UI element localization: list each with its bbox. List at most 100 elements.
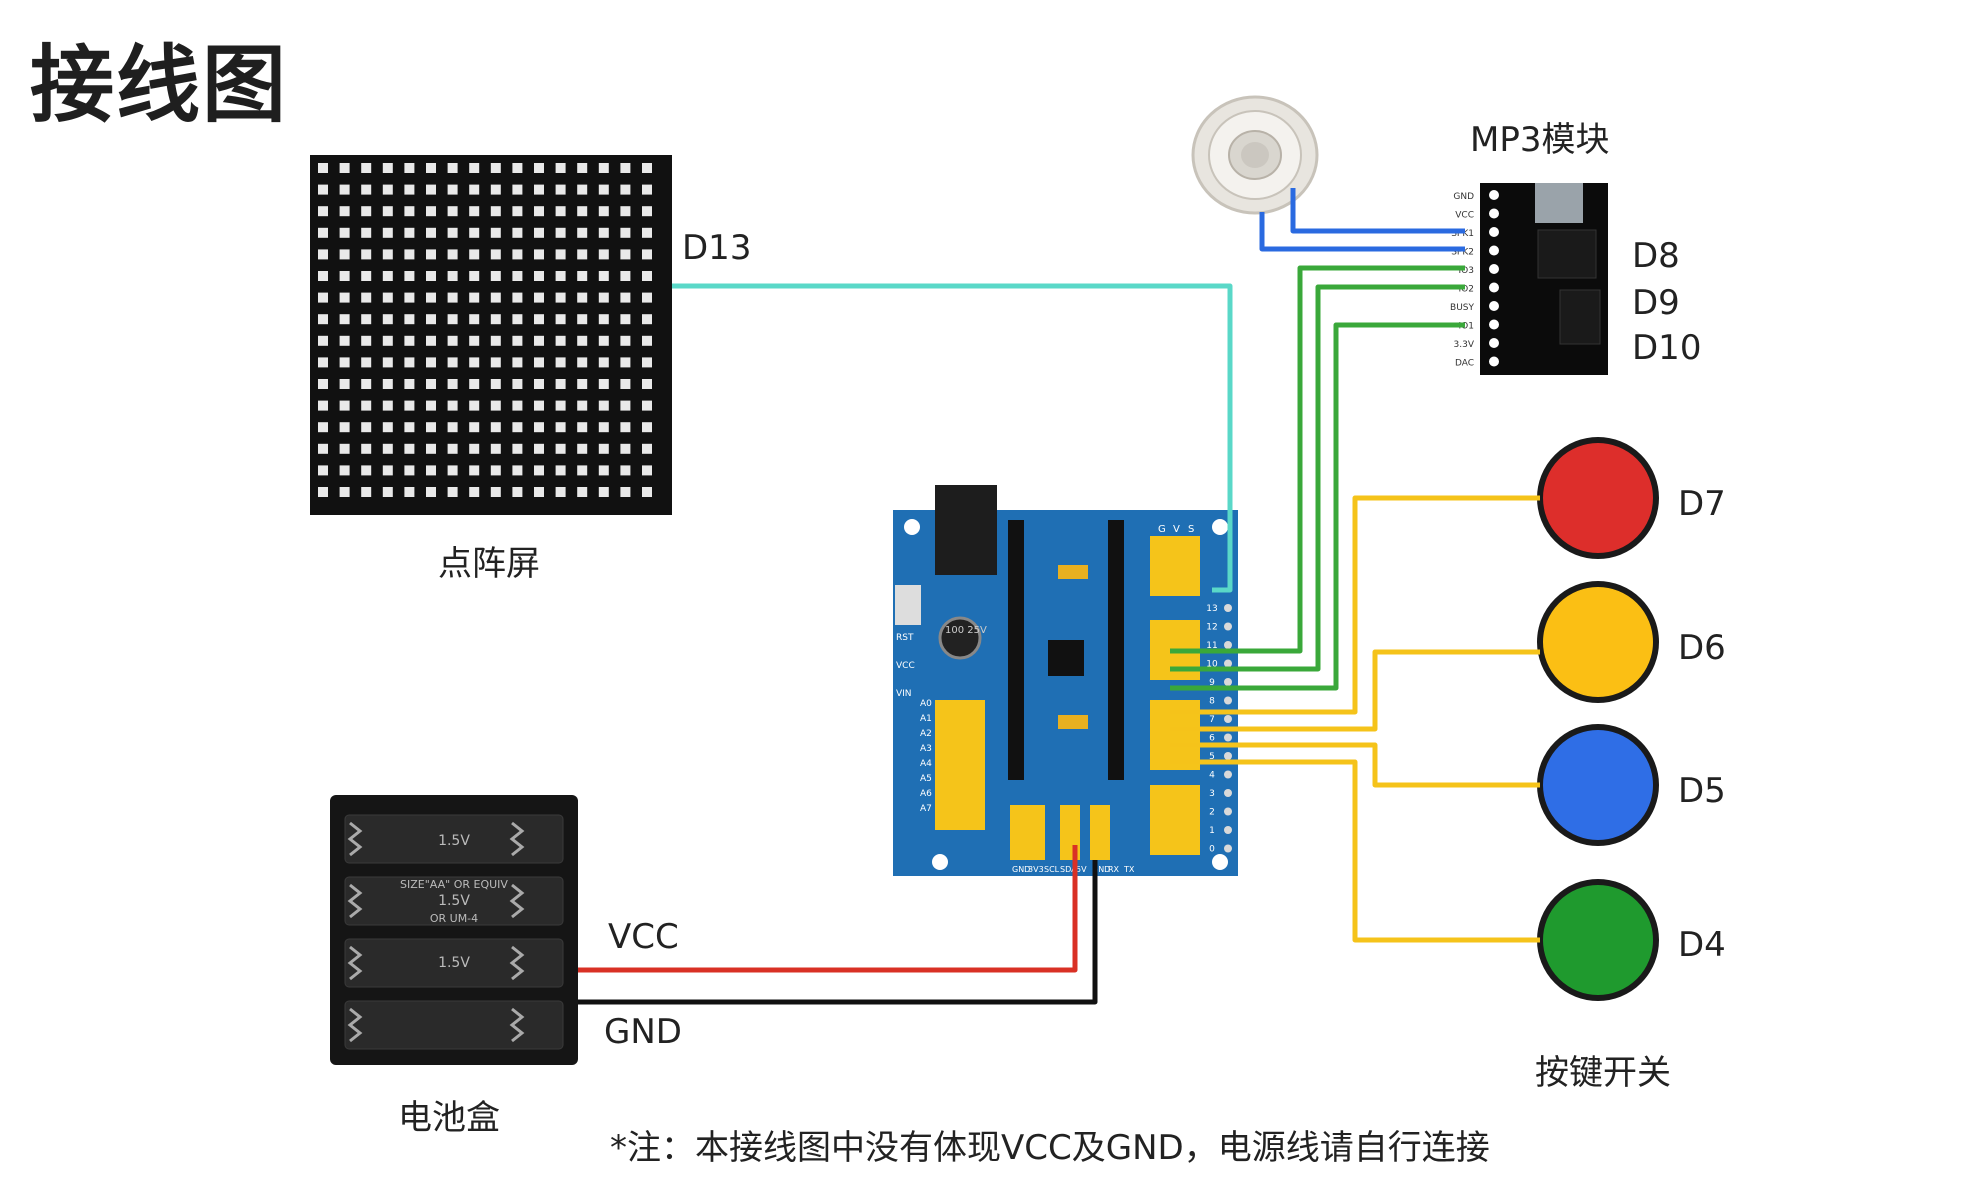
header-col-label: S [1188,524,1194,535]
digital-pin-label: 11 [1206,641,1217,651]
led-cell [598,443,609,454]
digital-pin-hole [1224,807,1232,816]
led-cell [490,465,501,476]
analog-pin-label: A5 [920,774,932,784]
wire-d10 [1170,322,1465,691]
led-cell [534,184,544,195]
led-cell [512,314,523,325]
led-cell [620,335,631,346]
led-cell [426,443,436,454]
led-cell [555,487,566,497]
led-cell [404,443,415,454]
led-cell [490,487,501,497]
led-cell [512,379,523,389]
led-cell [469,227,480,238]
led-cell [555,335,566,346]
led-cell [555,292,566,303]
mp3-label-d8: D8 [1632,236,1680,276]
led-cell [382,292,393,303]
analog-pin-label: A2 [920,729,932,739]
led-cell [339,163,350,173]
led-cell [620,292,631,303]
digital-pin-hole [1224,752,1232,760]
led-cell [490,249,501,260]
led-cell [598,400,609,411]
led-cell [512,249,523,260]
mp3-pin-label: SPK1 [1451,229,1474,239]
battery-cell [344,938,564,988]
led-cell [577,227,588,238]
led-cell [382,487,393,497]
led-cell [642,379,652,389]
led-cell [598,163,609,173]
led-cell [598,357,609,368]
led-cell [382,443,393,454]
led-cell [426,206,436,217]
led-cell [577,335,588,346]
led-cell [447,206,458,217]
led-cell [339,292,350,303]
battery-spring [509,883,525,919]
led-cell [534,249,544,260]
led-cell [447,249,458,260]
led-cell [512,227,523,238]
led-cell [426,314,436,325]
led-cell [469,271,480,281]
led-cell [620,314,631,325]
board-bottom-label: 3V3 [1028,865,1044,874]
digital-pin-hole [1224,770,1232,779]
led-cell [339,271,350,281]
led-cell [361,163,372,173]
led-cell [490,206,501,217]
led-cell [447,292,458,303]
led-cell [339,184,350,195]
led-cell [620,487,631,497]
led-cell [339,227,350,238]
led-cell [512,422,523,433]
led-cell [404,249,415,260]
battery-spring [347,821,363,857]
button-d5[interactable] [1537,724,1659,846]
button-d7[interactable] [1537,437,1659,559]
led-cell [642,314,652,325]
wire-d9 [1170,284,1465,672]
led-cell [339,400,350,411]
led-cell [469,314,480,325]
led-cell [339,335,350,346]
board-left-label: RST [896,633,914,643]
mp3-pin-hole [1489,190,1499,200]
led-cell [534,292,544,303]
page-title: 接线图 [30,36,289,134]
led-cell [512,206,523,217]
digital-pin-label: 3 [1209,789,1215,799]
button-d6[interactable] [1537,581,1659,703]
led-cell [534,465,544,476]
led-cell [577,379,588,389]
led-cell [382,465,393,476]
led-cell [318,400,328,411]
led-cell [512,163,523,173]
led-cell [382,314,393,325]
led-cell [318,227,328,238]
led-cell [469,292,480,303]
led-cell [642,465,652,476]
board-bottom-label: 5V [1076,865,1087,874]
led-cell [361,465,372,476]
led-cell [598,292,609,303]
led-cell [555,249,566,260]
led-cell [620,249,631,260]
led-cell [361,249,372,260]
led-cell [577,465,588,476]
led-cell [469,357,480,368]
button-d4[interactable] [1537,879,1659,1001]
mp3-pin-hole [1489,208,1499,219]
led-cell [318,163,328,173]
led-cell [642,227,652,238]
led-cell [577,292,588,303]
buttons-caption: 按键开关 [1535,1053,1671,1093]
led-cell [339,465,350,476]
led-cell [598,206,609,217]
led-cell [534,357,544,368]
led-cell [447,271,458,281]
